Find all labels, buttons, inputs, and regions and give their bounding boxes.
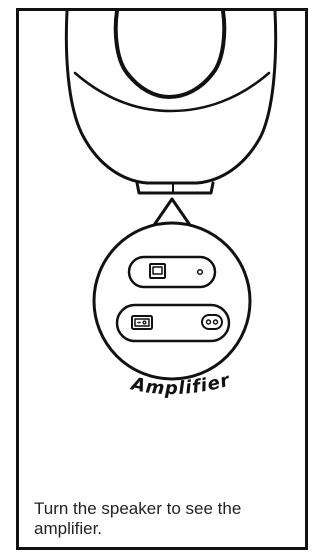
amplifier-callout bbox=[92, 197, 252, 381]
speaker-body bbox=[64, 11, 278, 195]
instruction-caption: Turn the speaker to see the amplifier. bbox=[34, 499, 242, 538]
instruction-card: Amplifier Turn the speaker to see the am… bbox=[16, 8, 308, 550]
speaker-illustration: Amplifier bbox=[64, 11, 278, 399]
amplifier-panel bbox=[115, 255, 231, 343]
